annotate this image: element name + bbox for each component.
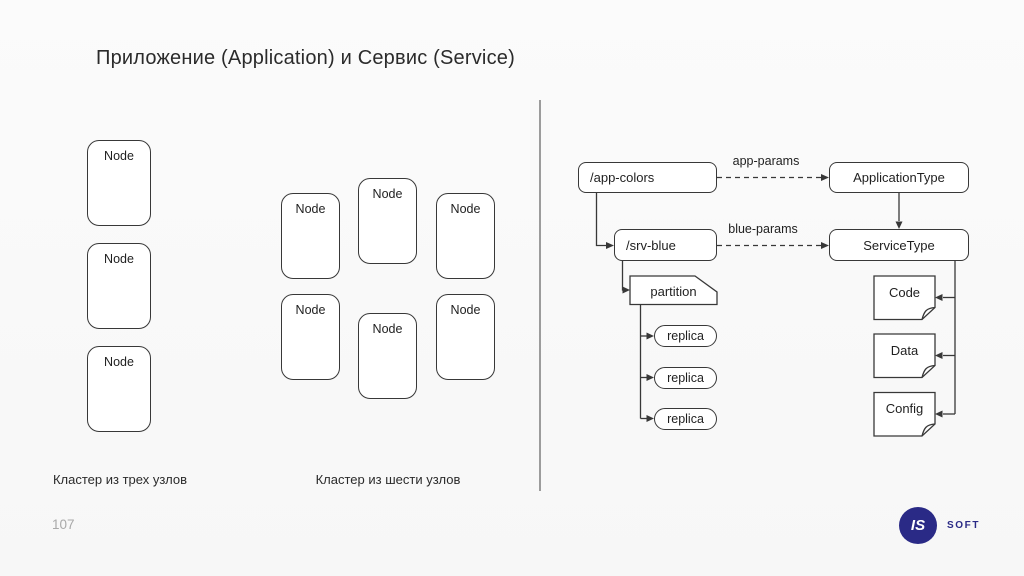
replica-label: replica <box>667 329 704 343</box>
replica-label: replica <box>667 370 704 385</box>
node-label: Node <box>450 202 481 216</box>
application-type-label: ApplicationType <box>853 170 945 185</box>
replica-label: replica <box>667 412 704 426</box>
cluster6-caption: Кластер из шести узлов <box>315 472 461 487</box>
cluster3-node-2: Node <box>87 243 151 329</box>
partition-label: partition <box>650 284 697 299</box>
slide-title: Приложение (Application) и Сервис (Servi… <box>96 47 515 69</box>
cluster6-node-6: Node <box>436 294 495 380</box>
node-label: Node <box>104 149 134 163</box>
cluster3-node-3: Node <box>87 346 151 432</box>
cluster6-node-5: Node <box>358 313 417 399</box>
application-type-box: ApplicationType <box>829 162 969 193</box>
page-number: 107 <box>52 517 75 532</box>
config-doc-label: Config <box>885 401 924 416</box>
vertical-divider <box>539 100 541 491</box>
cluster3-caption: Кластер из трех узлов <box>52 472 188 487</box>
issoft-logo: IS SOFT <box>899 507 980 544</box>
srv-blue-box: /srv-blue <box>614 229 717 261</box>
cluster6-node-4: Node <box>281 294 340 380</box>
code-doc-label: Code <box>888 285 921 300</box>
blue-params-edge-label: blue-params <box>728 222 798 236</box>
node-label: Node <box>450 303 481 317</box>
replica-3: replica <box>654 408 717 430</box>
node-label: Node <box>104 355 134 369</box>
node-label: Node <box>372 187 403 201</box>
service-type-box: ServiceType <box>829 229 969 261</box>
srv-blue-label: /srv-blue <box>626 237 676 253</box>
app-colors-box: /app-colors <box>578 162 717 193</box>
app-colors-label: /app-colors <box>590 170 655 185</box>
data-doc-label: Data <box>890 343 919 358</box>
node-label: Node <box>372 322 403 336</box>
cluster6-node-2: Node <box>358 178 417 264</box>
cluster6-node-1: Node <box>281 193 340 279</box>
logo-brand-text: SOFT <box>947 520 981 531</box>
app-params-edge-label: app-params <box>732 154 800 168</box>
replica-2: replica <box>654 366 717 389</box>
node-label: Node <box>104 252 134 266</box>
replica-1: replica <box>654 325 717 347</box>
issoft-logo-icon: IS <box>899 507 937 544</box>
node-label: Node <box>295 303 326 317</box>
cluster3-node-1: Node <box>87 140 151 226</box>
node-label: Node <box>295 202 326 216</box>
logo-mark: IS <box>910 517 926 534</box>
service-type-label: ServiceType <box>863 237 935 253</box>
cluster6-node-3: Node <box>436 193 495 279</box>
